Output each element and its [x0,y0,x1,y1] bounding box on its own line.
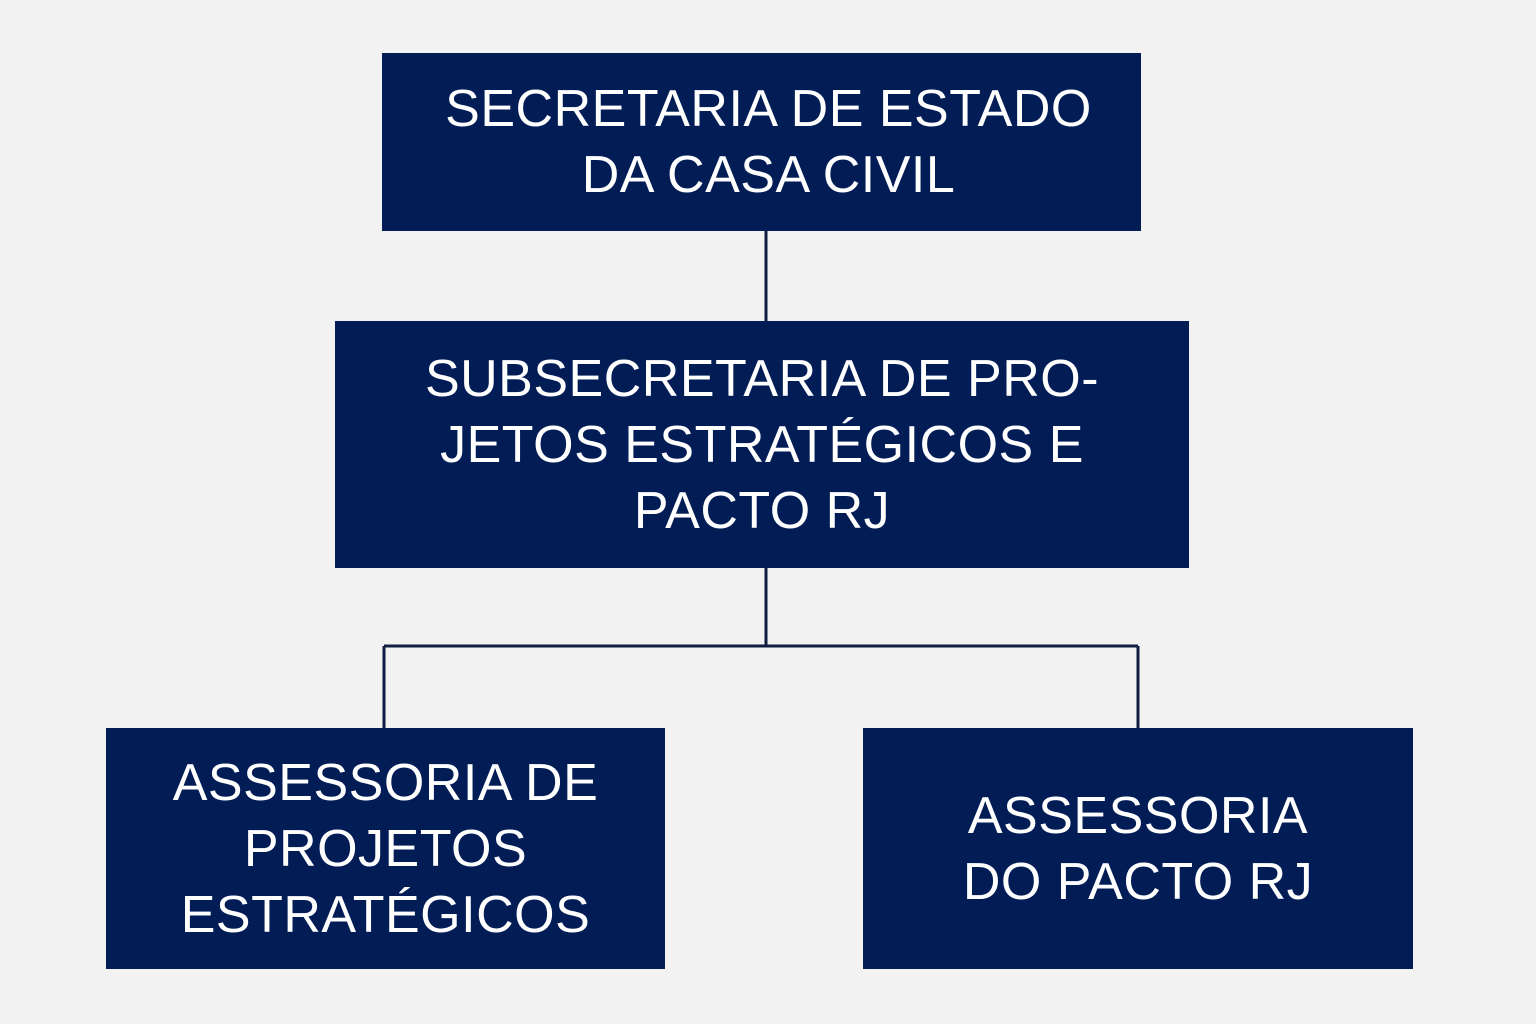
node-label-line: DA CASA CIVIL [581,146,956,204]
node-label-line: SUBSECRETARIA DE PRO- [424,349,1100,408]
node-assessoria-pacto-rj: ASSESSORIA DO PACTO RJ [863,728,1413,969]
node-label-line: ASSESSORIA [967,786,1309,845]
node-label-line: PROJETOS [243,819,528,878]
node-assessoria-projetos-estrategicos: ASSESSORIA DE PROJETOS ESTRATÉGICOS [106,728,665,969]
node-label-line: PACTO RJ [633,481,891,540]
node-label-line: SECRETARIA DE ESTADO [445,80,1092,138]
node-label-line: ESTRATÉGICOS [180,885,591,944]
node-label-line: ASSESSORIA DE [172,753,599,812]
node-label-line: DO PACTO RJ [962,852,1314,911]
node-label-line: JETOS ESTRATÉGICOS E [440,415,1084,474]
node-secretaria-casa-civil: SECRETARIA DE ESTADO DA CASA CIVIL [382,53,1141,231]
node-subsecretaria-projetos-pacto: SUBSECRETARIA DE PRO- JETOS ESTRATÉGICOS… [335,321,1189,568]
